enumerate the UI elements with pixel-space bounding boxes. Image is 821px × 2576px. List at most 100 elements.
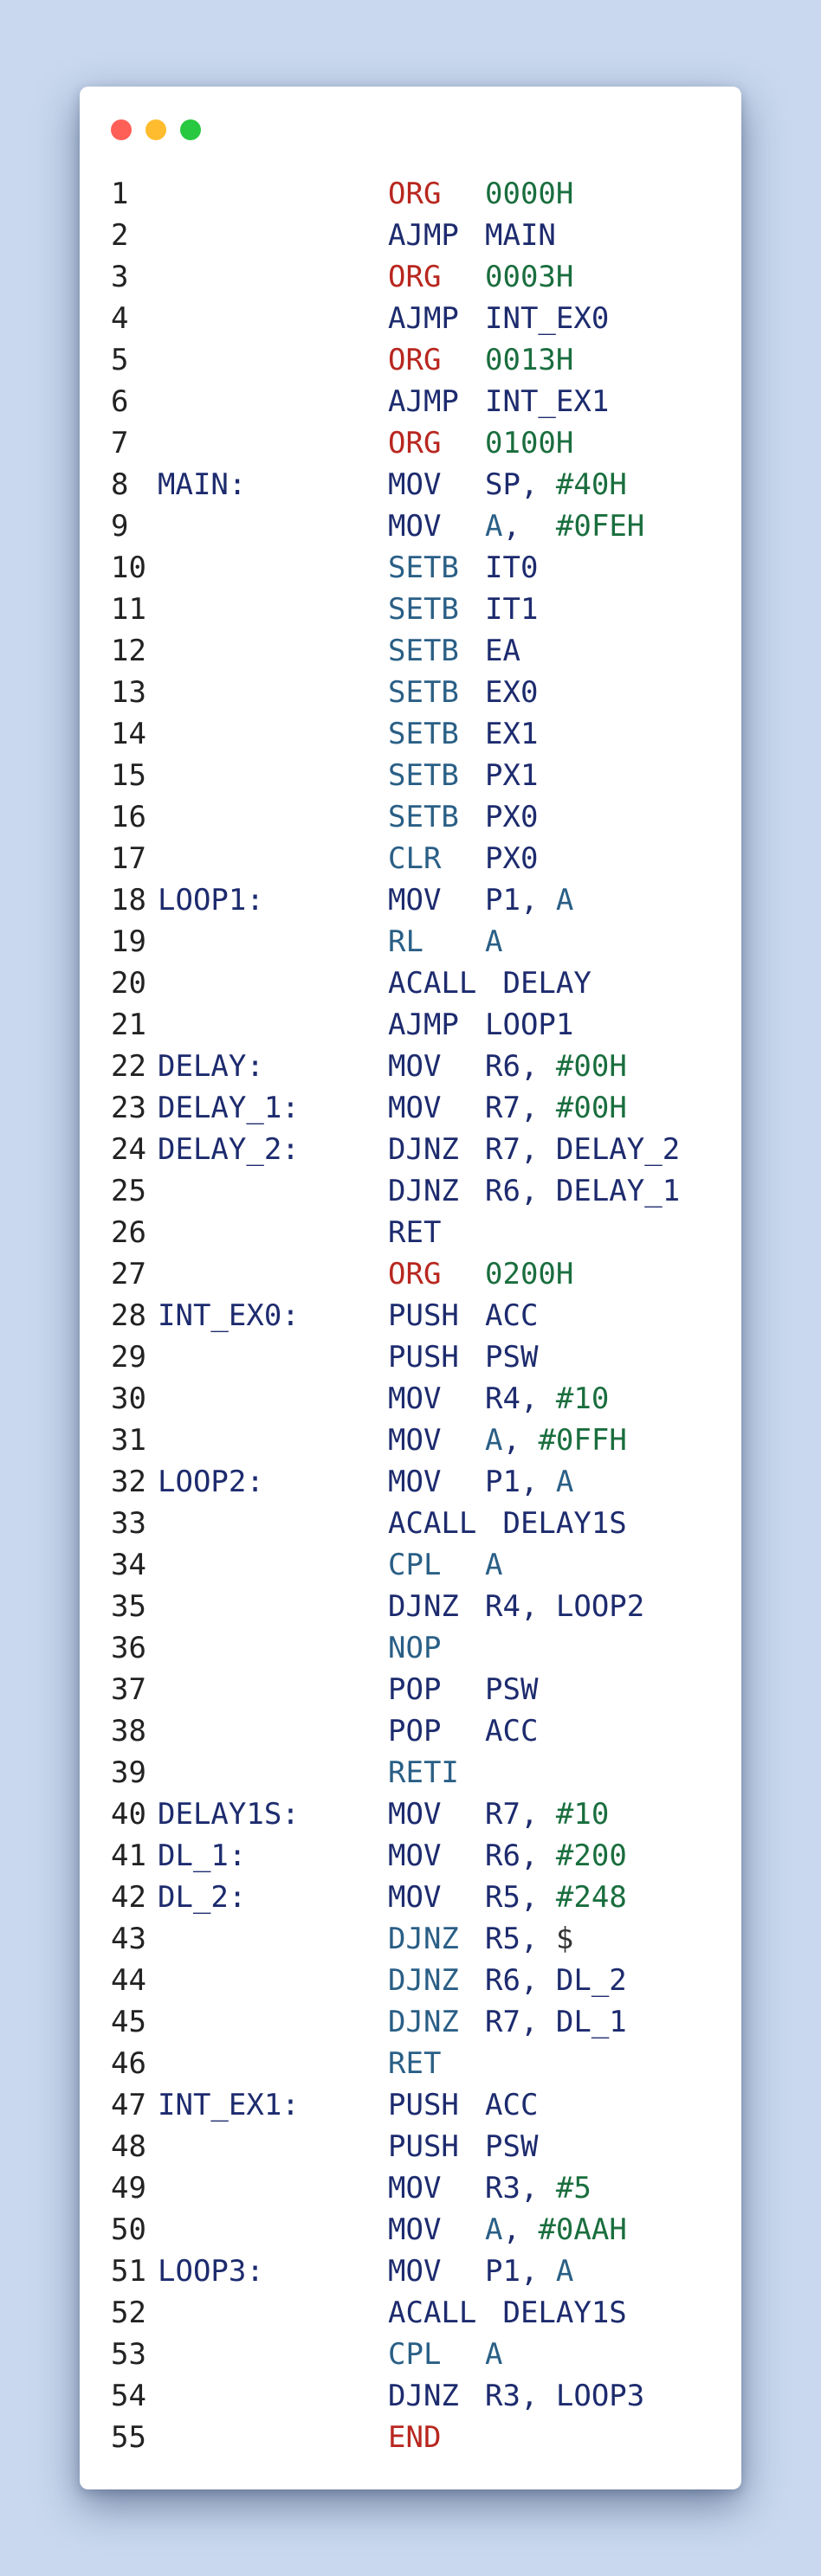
line-number: 37 bbox=[111, 1672, 146, 1707]
code-operand: , bbox=[520, 1839, 556, 1873]
line-number: 7 bbox=[111, 426, 129, 460]
code-opcode: ORG bbox=[388, 1257, 442, 1291]
line-number: 32 bbox=[111, 1465, 146, 1499]
code-operands: ACC bbox=[485, 1710, 538, 1752]
line-number: 18 bbox=[111, 883, 146, 918]
code-opcode: ACALL bbox=[388, 1506, 477, 1541]
code-opcode: DJNZ bbox=[388, 1174, 459, 1208]
code-operand: , bbox=[520, 2254, 556, 2289]
code-operands: INT_EX0 bbox=[485, 298, 609, 339]
code-operands: MAIN bbox=[485, 215, 556, 256]
code-opcode: MOV bbox=[388, 1880, 442, 1915]
code-opcode: ORG bbox=[388, 260, 442, 294]
code-opcode: AJMP bbox=[388, 1008, 459, 1042]
maximize-window-icon[interactable] bbox=[180, 119, 201, 140]
code-operand: $ bbox=[555, 1922, 574, 1956]
code-opcode: RET bbox=[388, 2046, 442, 2081]
code-opcode: DJNZ bbox=[388, 1132, 459, 1167]
line-number: 9 bbox=[111, 509, 129, 544]
code-opcode: MOV bbox=[388, 1465, 442, 1499]
code-opcode: DJNZ bbox=[388, 2379, 459, 2413]
code-operand: A bbox=[485, 509, 503, 544]
code-operands: LOOP1 bbox=[485, 1004, 573, 1046]
code-operand: PSW bbox=[485, 1672, 539, 1707]
code-label: DELAY_1: bbox=[158, 1091, 300, 1125]
code-line: 21 AJMP LOOP1 bbox=[111, 1004, 724, 1046]
code-operands: EX0 bbox=[485, 672, 538, 713]
code-operands: R7, DL_1 bbox=[485, 2001, 627, 2043]
line-number: 21 bbox=[111, 1008, 146, 1042]
code-opcode: PUSH bbox=[388, 1340, 459, 1375]
code-operands: ACC bbox=[485, 1295, 538, 1336]
code-operands: IT1 bbox=[485, 589, 538, 630]
line-number: 17 bbox=[111, 841, 146, 876]
code-operands: 0200H bbox=[485, 1253, 573, 1295]
code-operand: R5 bbox=[485, 1880, 520, 1915]
code-opcode: MOV bbox=[388, 467, 442, 502]
code-operand: R6, DL_2 bbox=[485, 1963, 627, 1998]
code-operand: #40H bbox=[555, 467, 627, 502]
close-window-icon[interactable] bbox=[111, 119, 132, 140]
code-operand: , bbox=[502, 509, 556, 544]
code-operand: A bbox=[485, 1548, 503, 1582]
line-number: 10 bbox=[111, 551, 146, 585]
code-operand: P1 bbox=[485, 2254, 520, 2289]
code-opcode: CLR bbox=[388, 841, 442, 876]
code-label: DELAY_2: bbox=[158, 1132, 300, 1167]
code-operand: , bbox=[520, 1797, 556, 1832]
code-operand: , bbox=[520, 2171, 556, 2206]
code-operand: ACC bbox=[485, 1714, 539, 1748]
line-number: 1 bbox=[111, 177, 129, 211]
code-operand: INT_EX0 bbox=[485, 301, 610, 336]
code-opcode: END bbox=[388, 2420, 442, 2455]
code-opcode: ACALL bbox=[388, 966, 477, 1001]
code-opcode: SETB bbox=[388, 634, 459, 668]
code-operand: LOOP1 bbox=[485, 1008, 574, 1042]
code-label: LOOP3: bbox=[158, 2254, 264, 2289]
code-operand: #00H bbox=[555, 1091, 627, 1125]
code-operand: R7 bbox=[485, 1091, 520, 1125]
code-operand: , bbox=[520, 467, 556, 502]
minimize-window-icon[interactable] bbox=[145, 119, 166, 140]
code-opcode: MOV bbox=[388, 1797, 442, 1832]
line-number: 47 bbox=[111, 2088, 146, 2122]
line-number: 6 bbox=[111, 384, 129, 419]
code-opcode: MOV bbox=[388, 1381, 442, 1416]
code-opcode: ACALL bbox=[388, 2296, 477, 2330]
code-operand: DELAY1S bbox=[485, 2296, 627, 2330]
code-operand: P1 bbox=[485, 883, 520, 918]
code-operands: DELAY1S bbox=[485, 2292, 627, 2334]
code-operands: A bbox=[485, 1544, 502, 1586]
line-number: 49 bbox=[111, 2171, 146, 2206]
line-number: 23 bbox=[111, 1091, 146, 1125]
line-number: 26 bbox=[111, 1215, 146, 1250]
line-number: 19 bbox=[111, 924, 146, 959]
line-number: 3 bbox=[111, 260, 129, 294]
code-operand: 0003H bbox=[485, 260, 574, 294]
code-opcode: CPL bbox=[388, 2337, 442, 2372]
code-operand: EX1 bbox=[485, 717, 539, 751]
line-number: 39 bbox=[111, 1755, 146, 1790]
code-operands: P1, A bbox=[485, 1461, 573, 1503]
line-number: 34 bbox=[111, 1548, 146, 1582]
